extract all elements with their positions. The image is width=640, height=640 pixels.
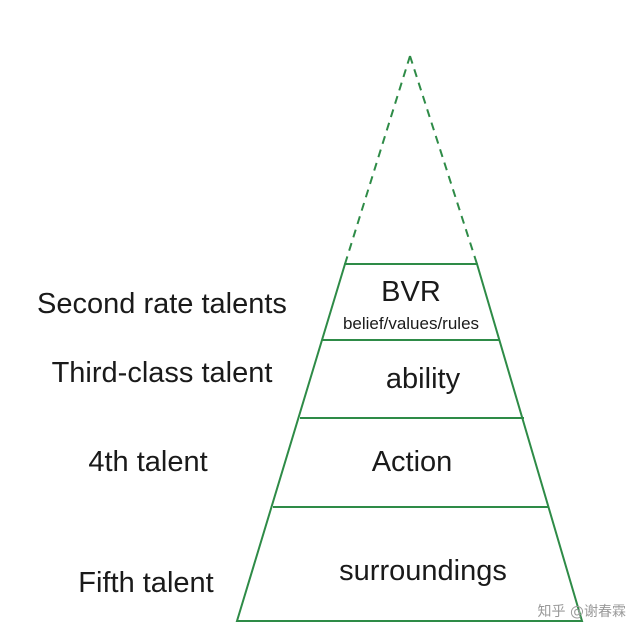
side-label-fourth: 4th talent bbox=[88, 446, 207, 478]
tier-label-surroundings: surroundings bbox=[339, 555, 507, 587]
side-label-second-rate: Second rate talents bbox=[37, 288, 287, 320]
tier-label-bvr: BVR bbox=[381, 276, 441, 308]
side-label-fifth: Fifth talent bbox=[78, 567, 213, 599]
watermark-text: 知乎 @谢春霖 bbox=[538, 603, 626, 620]
pyramid-apex-left-dashed-edge bbox=[344, 55, 411, 265]
pyramid-body-outline bbox=[235, 263, 584, 622]
tier-sublabel-bvr: belief/values/rules bbox=[343, 314, 479, 333]
pyramid-apex-right-dashed-edge bbox=[409, 55, 478, 265]
tier-label-action: Action bbox=[372, 446, 453, 478]
tier-label-ability: ability bbox=[386, 363, 461, 395]
side-label-third-class: Third-class talent bbox=[52, 357, 273, 389]
